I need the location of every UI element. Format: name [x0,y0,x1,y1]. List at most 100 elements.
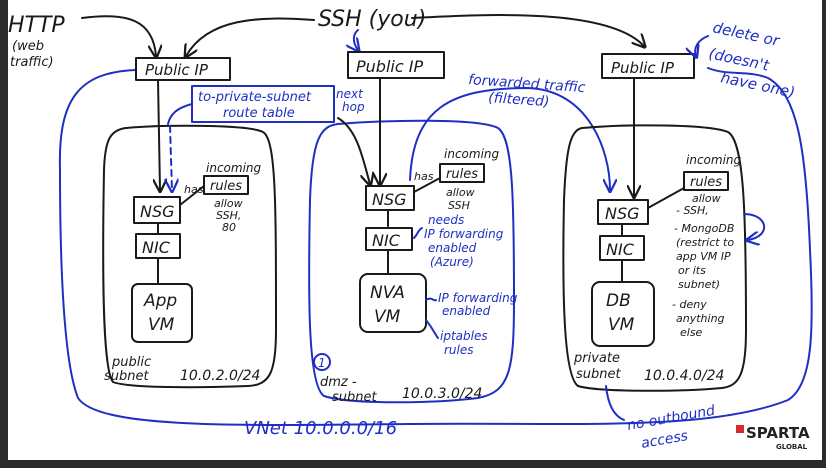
vnet-outline [58,67,813,426]
private-allow-8: - deny [672,298,707,311]
nic-label-public: NIC [142,238,171,257]
has-link-public [179,185,205,206]
mongodb-note-arrow [743,213,766,240]
dmz-allow-1: allow [446,186,475,199]
dmz-number: 1 [318,356,326,370]
public-ip-label-right: Public IP [611,59,675,77]
public-ip-to-nsg-left [158,79,160,190]
nic-label-private: NIC [606,240,635,259]
nva-vm-line2: VM [374,307,401,327]
rules-box-private [683,171,729,191]
nic-note-3: enabled [428,241,477,255]
incoming-label-private: incoming [686,153,742,167]
iptables-line2: rules [444,343,474,357]
route-table-line2: route table [223,106,295,121]
next-hop-to-nsg [337,117,370,184]
delete-note-arrow [695,35,709,56]
db-vm-box [591,281,655,347]
vnet-label: VNet 10.0.0.0/16 [244,418,397,439]
nsg-label-private: NSG [605,204,640,223]
delete-note-line1: delete or [711,18,781,50]
rules-label-public: rules [210,179,242,194]
forwarded-traffic-arrow [409,87,610,190]
logo-main: SPARTA [746,424,810,442]
private-allow-3: - MongoDB [674,222,734,235]
dmz-cidr: 10.0.3.0/24 [402,386,482,402]
public-subnet-outline [102,124,277,389]
nva-vm-line1: NVA [370,283,405,303]
public-subnet-name-2: subnet [104,369,150,384]
private-subnet-outline [562,124,747,392]
web-traffic-line2: traffic) [10,55,54,70]
public-ip-label-left: Public IP [145,61,209,79]
private-allow-2: - SSH, [676,204,709,217]
web-traffic-line1: (web [12,39,44,54]
private-subnet-name-2: subnet [576,367,622,382]
has-link-private [647,187,685,209]
nic-note-2: IP forwarding [424,227,504,241]
public-allow-3: 80 [222,221,236,234]
nsg-label-public: NSG [140,202,175,221]
public-subnet-name-1: public [111,355,151,370]
nic-note-4: (Azure) [430,255,474,269]
has-link-dmz [413,177,441,193]
dmz-subnet-outline [308,119,515,404]
public-allow-1: allow [214,197,243,210]
private-allow-4: (restrict to [676,236,734,249]
ssh-you-label: SSH (you) [318,7,426,32]
app-vm-line2: VM [148,315,175,335]
iptables-brace [425,319,439,339]
dmz-allow-2: SSH [448,199,470,212]
vm-note-2: enabled [442,304,491,318]
dmz-number-circle [313,353,331,371]
whiteboard-canvas: HTTP (web traffic) SSH (you) Public IP P… [8,0,822,460]
http-label: HTTP [8,13,65,38]
public-ip-label-middle: Public IP [356,57,423,76]
rules-label-dmz: rules [446,167,478,182]
public-allow-2: SSH, [216,209,241,222]
network-diagram: HTTP (web traffic) SSH (you) Public IP P… [8,7,813,452]
route-table-line1: to-private-subnet [198,90,312,105]
ssh-arrow-middle [354,29,358,50]
private-allow-1: allow [692,192,721,205]
http-arrow [81,15,156,56]
has-label-public: has [184,183,204,196]
has-label-dmz: has [414,170,434,183]
incoming-label-public: incoming [206,161,262,175]
iptables-line1: iptables [440,329,488,343]
app-vm-box [131,283,193,343]
ssh-arrow-left [186,17,315,56]
private-allow-6: or its [678,264,706,277]
dmz-name-1: dmz - [320,375,357,390]
next-hop-line2: hop [342,100,365,114]
vm-note-1: IP forwarding [438,291,518,305]
private-subnet-name-1: private [573,351,620,366]
no-outbound-link [605,385,625,421]
app-vm-line1: App [143,291,177,311]
forwarded-traffic-filtered: (filtered) [488,90,550,110]
private-allow-10: else [680,326,703,339]
private-subnet-cidr: 10.0.4.0/24 [644,368,724,384]
route-table-link [167,103,193,125]
private-allow-7: subnet) [678,278,720,291]
db-vm-line1: DB [606,291,631,311]
nic-label-dmz: NIC [372,231,401,250]
no-outbound-line1: no outbound [626,403,716,434]
delete-note-line3: have one) [719,68,796,101]
private-allow-9: anything [676,312,725,325]
nsg-box-dmz [365,185,415,211]
logo-sub: GLOBAL [776,443,808,451]
public-ip-box-right [601,53,695,79]
no-outbound-line2: access [640,428,689,452]
vm-note-brace [425,297,437,302]
public-ip-box-left [135,57,231,81]
dmz-name-2: subnet [332,390,378,405]
rules-box-dmz [439,163,485,183]
sparta-global-logo: SPARTA GLOBAL [736,424,810,451]
nsg-label-dmz: NSG [372,190,407,209]
route-dashed-to-nsg [170,125,172,190]
nva-vm-box [359,273,427,333]
next-hop-line1: next [336,87,364,101]
nic-note-1: needs [428,213,464,227]
logo-mark [736,425,744,433]
